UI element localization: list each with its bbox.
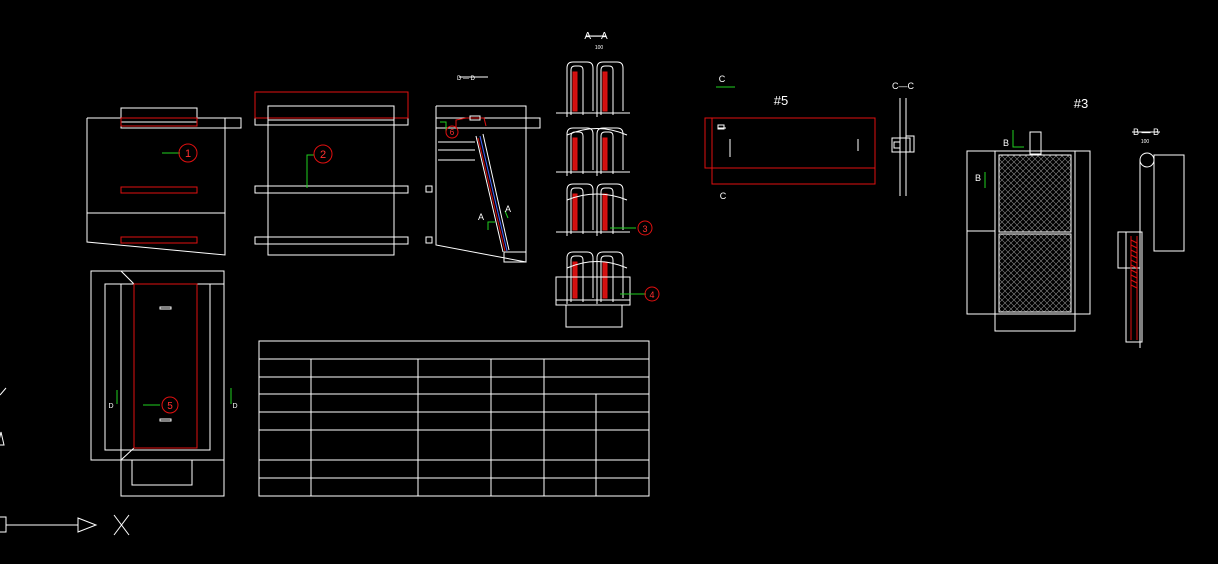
aa-clip-part — [600, 131, 614, 174]
bb-hatch-mark — [1130, 244, 1138, 249]
parts-table — [258, 340, 650, 497]
section-bb-scale: 100 — [1141, 139, 1150, 145]
aa-clip-part — [600, 187, 614, 234]
aa-clip-part — [566, 251, 594, 304]
bb-hatch-mark — [1130, 239, 1138, 244]
section-dd-view: D — D — [425, 76, 541, 263]
svg-text:1: 1 — [185, 148, 191, 160]
balloon-3[interactable]: 3 — [610, 220, 653, 236]
aa-clip-part — [596, 251, 624, 304]
aa-clip-part — [602, 137, 608, 171]
aa-clip-part — [572, 193, 578, 231]
bb-hatch-mark — [1130, 274, 1138, 279]
balloon-4[interactable]: 4 — [620, 286, 660, 302]
aa-clip-part — [572, 261, 578, 299]
aa-clip-part — [566, 61, 594, 117]
svg-text:3: 3 — [642, 224, 647, 234]
bb-hatch-mark — [1130, 254, 1138, 259]
aa-clip-part — [565, 304, 623, 328]
aa-clip-part — [570, 65, 584, 115]
aa-clip-part — [596, 183, 624, 236]
view-a-label: A — [478, 212, 484, 222]
aa-clip-part — [600, 255, 614, 302]
balloon-6[interactable]: 6 — [445, 125, 459, 139]
bb-hatch-mark — [1130, 259, 1138, 264]
ucs-axis-icon — [0, 387, 130, 536]
bb-hatch-mark — [1130, 279, 1138, 284]
section-bb-view — [1117, 131, 1185, 348]
view-1-front — [86, 107, 242, 256]
aa-clip-part — [570, 187, 584, 234]
part-5-view — [704, 86, 876, 185]
aa-clip-part — [566, 261, 628, 269]
view-5-plan — [90, 270, 232, 497]
aa-clip-part — [566, 128, 628, 136]
balloon-2[interactable]: 2 — [313, 144, 333, 164]
view-a2-label: A — [505, 204, 511, 214]
aa-clip-part — [596, 61, 624, 117]
aa-clip-part — [570, 131, 584, 174]
aa-clip-part — [602, 193, 608, 231]
svg-text:6: 6 — [450, 128, 455, 137]
view-c-bottom-label: C — [720, 191, 727, 201]
balloon-5[interactable]: 5 — [161, 396, 179, 414]
balloon-1[interactable]: 1 — [178, 143, 198, 163]
view-d-left-label: D — [108, 403, 113, 410]
section-cc-title: C—C — [892, 81, 914, 91]
section-bb-title: B — B — [1133, 127, 1159, 137]
aa-clip-part — [602, 261, 608, 299]
svg-text:2: 2 — [320, 149, 326, 161]
aa-clip-part — [572, 137, 578, 171]
section-aa-view — [555, 35, 631, 328]
view-2-front — [254, 91, 409, 256]
view-b2-label: B — [975, 173, 981, 183]
aa-clip-part — [572, 71, 578, 112]
aa-clip-part — [566, 193, 628, 201]
aa-clip-part — [596, 127, 624, 176]
section-cc-view — [891, 98, 915, 196]
view-d-right-label: D — [232, 403, 237, 410]
part-3-mesh-panel — [966, 130, 1091, 332]
bb-hatch-mark — [1130, 264, 1138, 269]
section-aa-title: A—A — [584, 31, 608, 42]
bb-hatch-mark — [1130, 269, 1138, 274]
view-b-label: B — [1003, 138, 1009, 148]
part-3-title: #3 — [1074, 96, 1088, 111]
aa-clip-part — [566, 127, 594, 176]
svg-text:D — D: D — D — [457, 76, 476, 82]
aa-clip-part — [600, 65, 614, 115]
svg-text:4: 4 — [649, 290, 654, 300]
bb-hatch-mark — [1130, 284, 1138, 289]
svg-text:5: 5 — [167, 401, 173, 412]
aa-clip-part — [602, 71, 608, 112]
aa-clip-part — [570, 255, 584, 302]
view-c-label: C — [719, 74, 726, 84]
axis-x-label: X — [122, 527, 123, 529]
aa-clip-part — [566, 183, 594, 236]
bb-hatch-mark — [1130, 249, 1138, 254]
part-5-title: #5 — [774, 93, 788, 108]
section-aa-scale: 100 — [595, 45, 604, 51]
